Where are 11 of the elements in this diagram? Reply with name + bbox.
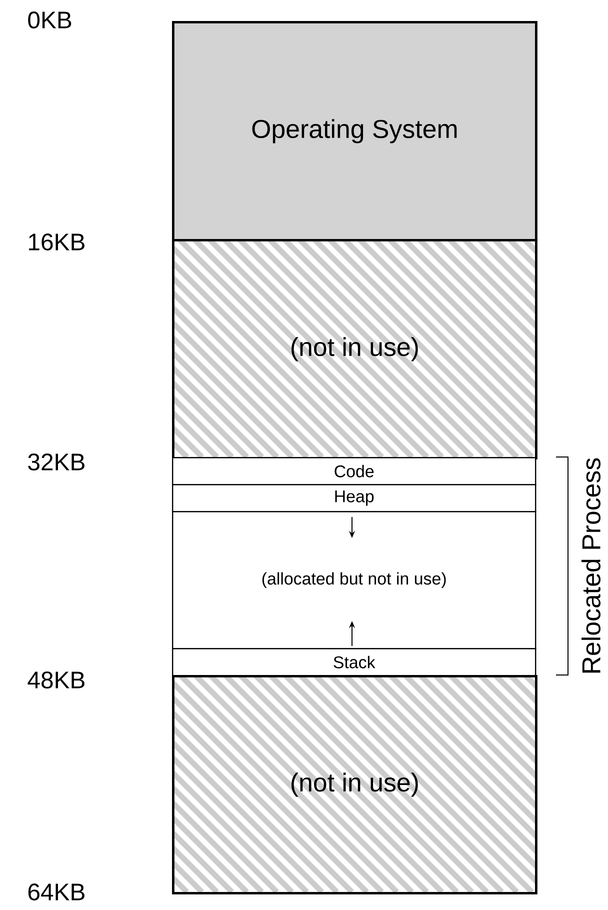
segment-box: Stack [172,648,536,676]
unused-region: (not in use) [172,675,538,894]
address-label: 32KB [28,454,84,470]
address-label: 0KB [28,12,72,28]
operating-system-region: Operating System [172,21,538,242]
address-label: 48KB [28,672,84,688]
address-label: 16KB [29,234,84,250]
address-label: 64KB [28,884,84,900]
segment-box: Heap [172,484,536,512]
bracket-label: Relocated Process [582,458,600,673]
segment-box: Code [172,457,536,486]
